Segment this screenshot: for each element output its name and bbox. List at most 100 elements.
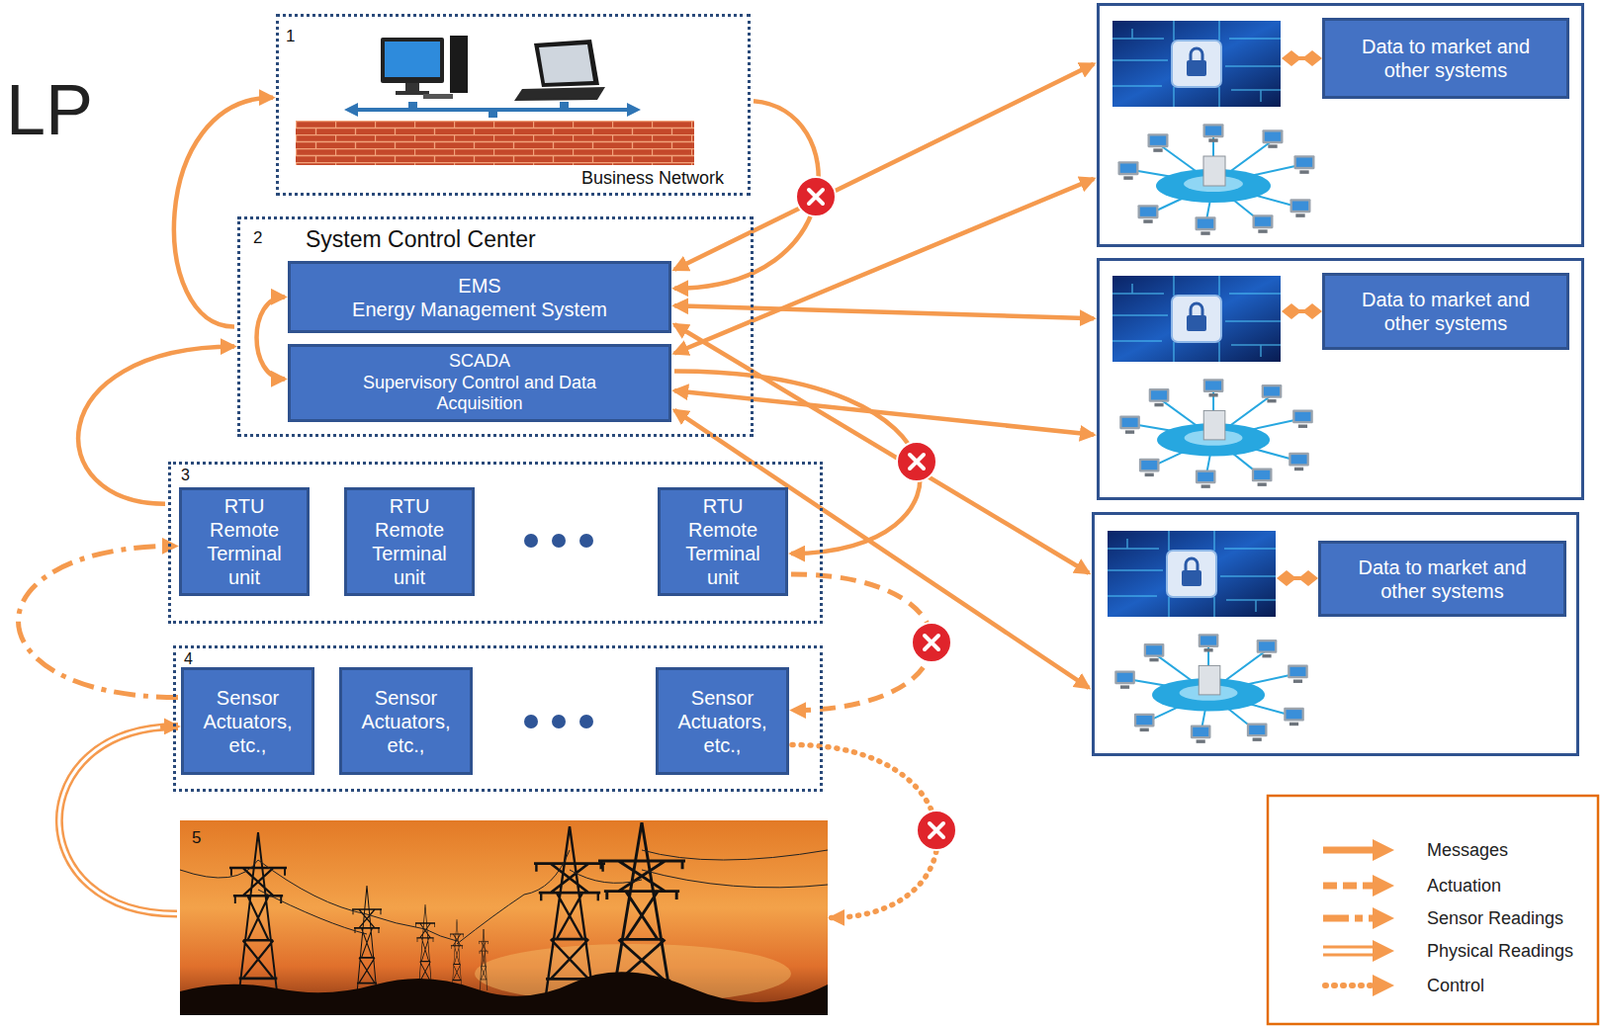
box-label: Data to market and other systems (1338, 555, 1547, 604)
sensor-reading-arrow (17, 545, 178, 698)
box-label: Data to market and other systems (1341, 34, 1550, 83)
legend-sample (1323, 954, 1377, 958)
box-label: Sensor Actuators, etc., (198, 686, 298, 758)
message-arrow (674, 390, 1094, 436)
network-icon (1114, 123, 1315, 744)
zone-number: 5 (191, 828, 201, 849)
business-network-art (533, 39, 600, 88)
zone-title: Business Network (581, 168, 724, 190)
business-network-art (295, 35, 695, 166)
blocked-marker (808, 189, 823, 204)
blocked-marker (924, 635, 939, 650)
message-arrow (174, 97, 273, 328)
network-icon (1118, 123, 1316, 236)
box-label: Sensor Actuators, etc., (673, 686, 773, 758)
rtu-box: RTU Remote Terminal unit (657, 487, 789, 597)
legend-frame (1267, 796, 1599, 1025)
external-system-panel: Data to market and other systems (1091, 512, 1580, 757)
ellipsis-dots (551, 714, 566, 729)
message-arrow (674, 305, 1094, 319)
physical-reading-arrow (59, 726, 178, 915)
message-arrow (78, 347, 235, 505)
ellipsis-dots (524, 714, 538, 729)
blocked-marker (916, 810, 957, 851)
legend-sample (1372, 875, 1395, 897)
business-network-art (295, 120, 695, 166)
business-network-art (344, 102, 358, 117)
legend-label: Sensor Readings (1426, 907, 1564, 930)
zone-title: System Control Center (305, 226, 536, 255)
business-network-art (626, 102, 641, 117)
ellipsis-dots (524, 533, 538, 548)
box-label: SCADA (448, 351, 511, 373)
ellipsis-dots (579, 714, 594, 729)
box-label: Data to market and other systems (1341, 287, 1550, 336)
zone-number: 3 (180, 465, 190, 485)
data-link-connector (1276, 570, 1297, 587)
legend-sample (1323, 946, 1377, 950)
message-arrow (674, 64, 1094, 270)
sensor-box: Sensor Actuators, etc., (180, 667, 315, 776)
zone-number: 2 (253, 228, 263, 249)
message-arrow (257, 296, 286, 379)
control-arrow (792, 744, 938, 918)
physical-reading-arrow (59, 726, 178, 915)
message-arrow (674, 305, 1094, 319)
message-arrow (257, 296, 286, 379)
power-lines-photo (229, 832, 287, 1011)
business-network-art (449, 35, 468, 93)
chip-icon (1112, 275, 1281, 362)
message-arrow (674, 64, 1094, 270)
blocked-marker (909, 454, 924, 469)
box-label: RTU Remote Terminal unit (676, 494, 771, 590)
blocked-marker (916, 810, 957, 851)
external-system-panel: Data to market and other systems (1096, 258, 1585, 501)
scada-box: SCADASupervisory Control and Data Acquis… (287, 344, 672, 423)
field-device-zone: 4Sensor Actuators, etc.,Sensor Actuators… (173, 645, 823, 793)
data-link-connector (1298, 570, 1319, 587)
data-link-connector (1281, 303, 1302, 320)
legend-sample (1372, 839, 1395, 862)
business-network-art (423, 93, 453, 99)
ellipsis-dots (524, 533, 594, 729)
rtu-box: RTU Remote Terminal unit (344, 487, 475, 597)
data-link-connector (1302, 50, 1323, 67)
blocked-marker (796, 177, 836, 217)
chip-icon (1107, 531, 1276, 618)
blocked-marker (929, 823, 944, 838)
zone-number: 1 (285, 26, 295, 47)
blocked-marker (896, 442, 937, 482)
legend-frame (1267, 796, 1599, 1025)
data-link-connector (1302, 303, 1323, 320)
legend-sample (1372, 940, 1395, 963)
blocked-marker (796, 177, 836, 217)
control-center-zone: 2System Control CenterEMSEnergy Manageme… (237, 216, 754, 438)
business-network-art (408, 101, 418, 111)
power-grid-photo: 5 (179, 820, 828, 1016)
sensor-box: Sensor Actuators, etc., (339, 667, 473, 776)
data-export-box: Data to market and other systems (1322, 272, 1570, 351)
data-link-connector (1276, 50, 1323, 587)
legend-label: Messages (1426, 839, 1509, 862)
business-network-art (488, 108, 498, 118)
legend-label: Actuation (1426, 875, 1502, 897)
box-label: Supervisory Control and Data Acquisition (331, 372, 628, 416)
slide-title-fragment: LP (5, 71, 93, 150)
legend-label: Control (1426, 975, 1485, 997)
legend-sample (1323, 847, 1377, 855)
box-label: Energy Management System (352, 297, 608, 322)
power-lines-photo (179, 820, 828, 1016)
business-network-art (405, 83, 420, 91)
ellipsis-dots (551, 533, 566, 548)
message-arrow (174, 97, 273, 328)
business-network-art (380, 37, 445, 84)
legend-sample (1325, 982, 1375, 989)
message-arrow (674, 178, 1094, 355)
blocked-marker (896, 442, 937, 482)
power-lines-photo (478, 929, 489, 991)
rtu-box: RTU Remote Terminal unit (178, 487, 310, 597)
rtu-zone: 3RTU Remote Terminal unitRTU Remote Term… (168, 461, 823, 624)
power-lines-photo (179, 850, 828, 945)
blocked-marker (911, 622, 952, 663)
